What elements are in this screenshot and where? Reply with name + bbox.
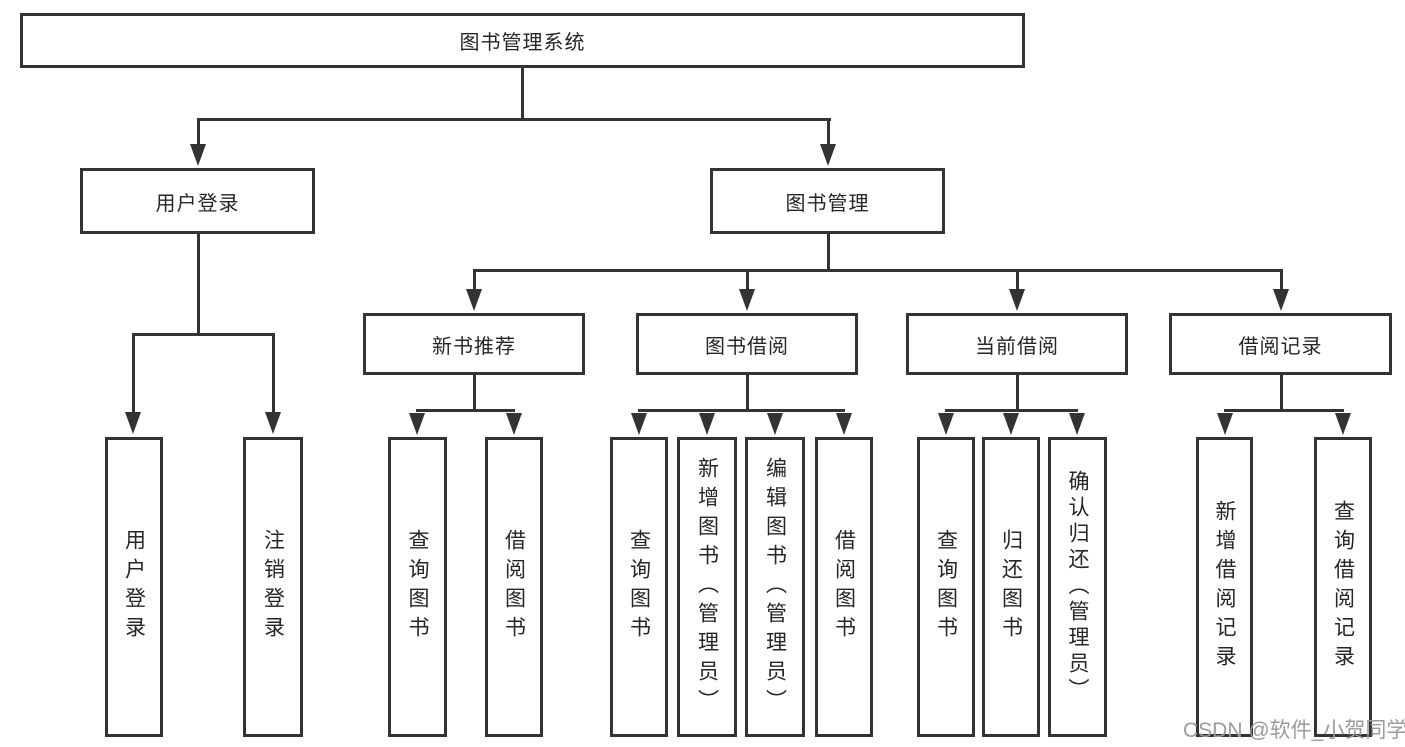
node-label: 借阅图书 bbox=[832, 529, 856, 645]
node-label: 确认归还（管理员） bbox=[1066, 470, 1089, 704]
node-return-books: 归还图书 bbox=[982, 437, 1040, 737]
arrow-down-icon bbox=[1335, 413, 1351, 435]
arrow-down-icon bbox=[699, 413, 715, 435]
node-query-books-recommend: 查询图书 bbox=[388, 437, 447, 737]
connector-line bbox=[473, 269, 1282, 272]
node-label: 查询图书 bbox=[627, 529, 651, 645]
node-label: 用户登录 bbox=[122, 529, 146, 645]
node-new-book-recommendation: 新书推荐 bbox=[363, 313, 585, 375]
node-edit-books-admin: 编辑图书（管理员） bbox=[745, 437, 805, 737]
node-add-books-admin: 新增图书（管理员） bbox=[677, 437, 737, 737]
connector-line bbox=[827, 118, 830, 148]
arrow-down-icon bbox=[409, 413, 425, 435]
node-label: 借阅图书 bbox=[502, 529, 526, 645]
node-confirm-return-admin: 确认归还（管理员） bbox=[1048, 437, 1107, 737]
arrow-down-icon bbox=[125, 412, 141, 434]
connector-line bbox=[197, 118, 831, 121]
connector-line bbox=[1280, 375, 1283, 412]
arrow-down-icon bbox=[265, 412, 281, 434]
connector-line bbox=[132, 333, 135, 413]
arrow-down-icon bbox=[631, 413, 647, 435]
node-library-management-system: 图书管理系统 bbox=[20, 13, 1025, 68]
connector-line bbox=[473, 269, 476, 291]
node-label: 查询图书 bbox=[934, 529, 958, 645]
connector-line bbox=[638, 409, 845, 412]
node-user-login: 用户登录 bbox=[80, 168, 315, 234]
node-book-management: 图书管理 bbox=[710, 168, 945, 234]
connector-line bbox=[473, 375, 476, 412]
arrow-down-icon bbox=[820, 144, 836, 166]
watermark: CSDN @软件_小贺同学 bbox=[1183, 719, 1405, 742]
connector-line bbox=[746, 269, 749, 291]
arrow-down-icon bbox=[938, 413, 954, 435]
arrow-down-icon bbox=[506, 413, 522, 435]
node-add-borrow-record: 新增借阅记录 bbox=[1196, 437, 1253, 737]
node-label: 查询借阅记录 bbox=[1331, 500, 1355, 674]
connector-line bbox=[197, 118, 200, 148]
connector-line bbox=[132, 333, 274, 336]
node-label: 新增借阅记录 bbox=[1213, 500, 1236, 674]
node-borrow-books: 借阅图书 bbox=[815, 437, 873, 737]
node-query-borrow-record: 查询借阅记录 bbox=[1314, 437, 1372, 737]
connector-line bbox=[1016, 269, 1019, 291]
arrow-down-icon bbox=[1069, 413, 1085, 435]
node-book-borrowing: 图书借阅 bbox=[636, 313, 858, 375]
node-borrow-books-recommend: 借阅图书 bbox=[485, 437, 543, 737]
node-label: 归还图书 bbox=[999, 529, 1023, 645]
node-query-books-current: 查询图书 bbox=[917, 437, 975, 737]
connector-line bbox=[1224, 409, 1344, 412]
node-label: 编辑图书（管理员） bbox=[763, 456, 787, 718]
connector-line bbox=[1016, 375, 1019, 412]
connector-line bbox=[521, 68, 524, 120]
connector-line bbox=[827, 234, 830, 272]
node-current-borrowing: 当前借阅 bbox=[906, 313, 1128, 375]
node-user-login-leaf: 用户登录 bbox=[105, 437, 163, 737]
arrow-down-icon bbox=[1273, 289, 1289, 311]
connector-line bbox=[416, 409, 515, 412]
arrow-down-icon bbox=[466, 289, 482, 311]
node-logout: 注销登录 bbox=[243, 437, 303, 737]
connector-line bbox=[1280, 269, 1283, 291]
node-label: 注销登录 bbox=[261, 529, 285, 645]
node-label: 查询图书 bbox=[406, 529, 429, 645]
connector-line bbox=[746, 375, 749, 412]
node-borrowing-records: 借阅记录 bbox=[1169, 313, 1392, 375]
node-label: 新增图书（管理员） bbox=[695, 456, 719, 718]
arrow-down-icon bbox=[767, 413, 783, 435]
arrow-down-icon bbox=[1009, 289, 1025, 311]
connector-line bbox=[197, 234, 200, 336]
arrow-down-icon bbox=[739, 289, 755, 311]
connector-line bbox=[272, 333, 275, 413]
arrow-down-icon bbox=[1217, 413, 1233, 435]
arrow-down-icon bbox=[190, 144, 206, 166]
connector-line bbox=[945, 409, 1078, 412]
arrow-down-icon bbox=[1003, 413, 1019, 435]
node-query-books-borrowing: 查询图书 bbox=[610, 437, 668, 737]
arrow-down-icon bbox=[836, 413, 852, 435]
